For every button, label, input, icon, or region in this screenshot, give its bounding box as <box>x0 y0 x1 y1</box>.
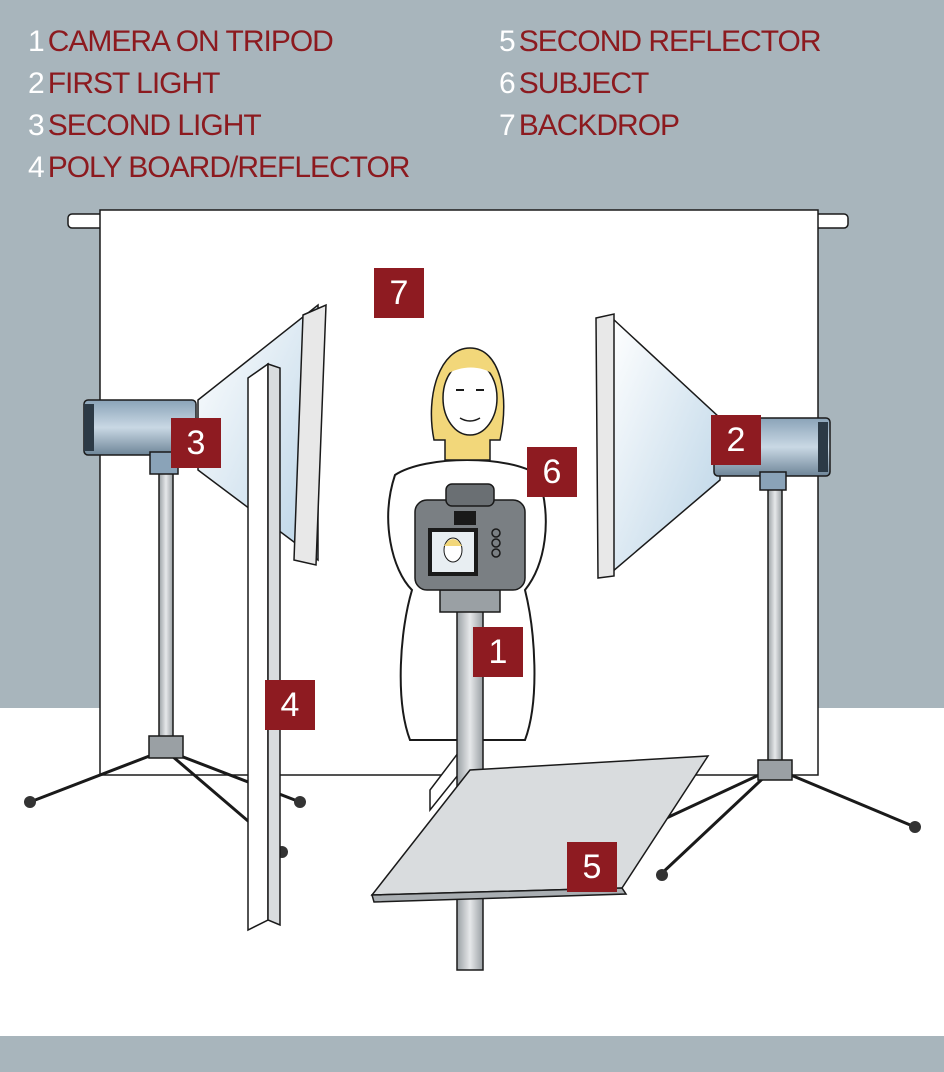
marker-5-second-reflector: 5 <box>567 842 617 892</box>
marker-3-second-light: 3 <box>171 418 221 468</box>
marker-4-poly-board: 4 <box>265 680 315 730</box>
bottom-band <box>0 1036 944 1072</box>
marker-1-camera: 1 <box>473 627 523 677</box>
marker-6-subject: 6 <box>527 447 577 497</box>
marker-2-first-light: 2 <box>711 415 761 465</box>
poly-board-reflector <box>248 364 280 930</box>
marker-7-backdrop: 7 <box>374 268 424 318</box>
